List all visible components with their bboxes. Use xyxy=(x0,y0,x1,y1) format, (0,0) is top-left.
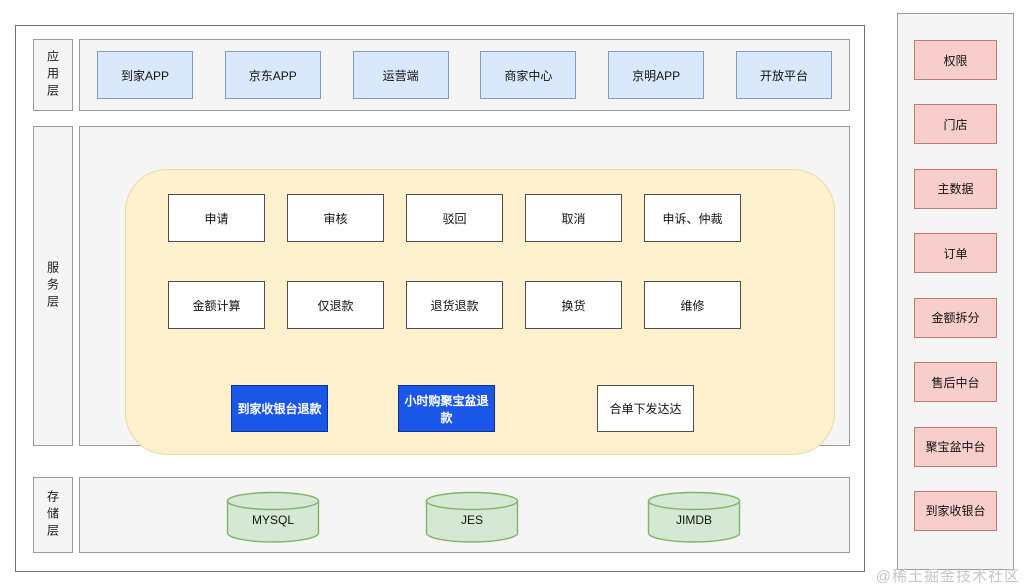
process-box-exchange: 换货 xyxy=(525,281,622,329)
highlight-box-label: 到家收银台退款 xyxy=(237,402,322,416)
sidebar-item-order: 订单 xyxy=(914,233,997,274)
sidebar-item-label: 订单 xyxy=(943,246,968,261)
database-jimdb: JIMDB xyxy=(647,491,741,543)
database-cylinder-icon xyxy=(425,491,519,543)
process-box-appeal-arbitration: 申诉、仲裁 xyxy=(644,194,741,242)
app-box-jingming-app: 京明APP xyxy=(608,51,705,99)
sidebar-item-store: 门店 xyxy=(914,104,997,145)
app-box-open-platform: 开放平台 xyxy=(735,51,832,99)
sidebar-item-label: 主数据 xyxy=(937,182,974,197)
process-box-cancel: 取消 xyxy=(525,194,622,242)
process-box-repair: 维修 xyxy=(644,281,741,329)
process-box-refund-only: 仅退款 xyxy=(287,281,384,329)
sidebar-item-label: 售后中台 xyxy=(931,375,980,390)
sidebar-item-amount-split: 金额拆分 xyxy=(914,297,997,338)
process-row-2: 金额计算 仅退款 退货退款 换货 维修 xyxy=(168,281,741,329)
database-cylinder-icon xyxy=(226,491,320,543)
service-layer-band: 申请 审核 驳回 取消 申诉、仲裁 金额计算 仅退款 退货退款 换货 维修 到家… xyxy=(79,126,850,455)
database-label: JES xyxy=(460,513,483,527)
application-layer-band: 到家APP 京东APP 运营端 商家中心 京明APP 开放平台 xyxy=(79,39,850,111)
process-box-return-refund: 退货退款 xyxy=(406,281,503,329)
database-mysql: MYSQL xyxy=(226,491,320,543)
process-box-label: 维修 xyxy=(680,298,705,313)
layer-label-storage: 存储层 xyxy=(33,477,73,553)
hourly-jubaopen-refund-box: 小时购聚宝盆退款 xyxy=(398,385,495,432)
storage-layer-band: MYSQL JES JIMDB xyxy=(79,477,850,553)
process-box-label: 换货 xyxy=(561,298,586,313)
sidebar-item-label: 金额拆分 xyxy=(931,311,980,326)
app-box-label: 运营端 xyxy=(382,68,419,83)
sidebar-item-aftersale-platform: 售后中台 xyxy=(914,362,997,403)
app-box-label: 商家中心 xyxy=(504,68,553,83)
aftersale-process-panel: 申请 审核 驳回 取消 申诉、仲裁 金额计算 仅退款 退货退款 换货 维修 到家… xyxy=(125,169,835,455)
database-jes: JES xyxy=(425,491,519,543)
app-box-operations: 运营端 xyxy=(352,51,449,99)
process-box-label: 仅退款 xyxy=(317,298,354,313)
sidebar-item-label: 聚宝盆中台 xyxy=(925,440,986,455)
layer-label-application-text: 应用层 xyxy=(45,49,60,101)
process-box-label: 申诉、仲裁 xyxy=(662,211,723,226)
highlight-box-label: 小时购聚宝盆退款 xyxy=(404,393,489,425)
app-box-label: 开放平台 xyxy=(759,68,808,83)
process-box-amount-calculation: 金额计算 xyxy=(168,281,265,329)
layer-label-storage-text: 存储层 xyxy=(45,489,60,541)
platform-sidebar: 权限 门店 主数据 订单 金额拆分 售后中台 聚宝盆中台 到家收银台 xyxy=(897,13,1014,570)
process-box-label: 金额计算 xyxy=(192,298,241,313)
sidebar-item-daojia-cashier: 到家收银台 xyxy=(914,490,997,531)
sidebar-item-label: 权限 xyxy=(943,53,968,68)
layer-label-service-text: 服务层 xyxy=(45,260,60,312)
database-label: JIMDB xyxy=(676,513,712,527)
database-cylinder-icon xyxy=(647,491,741,543)
app-box-label: 京东APP xyxy=(248,68,297,83)
database-label: MYSQL xyxy=(251,513,294,527)
process-box-reject: 驳回 xyxy=(406,194,503,242)
process-box-review: 审核 xyxy=(287,194,384,242)
app-box-jd-app: 京东APP xyxy=(224,51,321,99)
app-box-label: 到家APP xyxy=(120,68,169,83)
sidebar-item-label: 门店 xyxy=(943,117,968,132)
app-box-label: 京明APP xyxy=(632,68,681,83)
layer-label-service: 服务层 xyxy=(33,126,73,446)
watermark: @稀土掘金技术社区 xyxy=(875,568,1020,585)
process-box-label: 合单下发达达 xyxy=(609,402,682,416)
process-box-label: 审核 xyxy=(323,211,348,226)
process-box-label: 申请 xyxy=(204,211,229,226)
process-box-label: 取消 xyxy=(561,211,586,226)
app-box-merchant-center: 商家中心 xyxy=(480,51,577,99)
process-box-label: 驳回 xyxy=(442,211,467,226)
daojia-cashier-refund-box: 到家收银台退款 xyxy=(231,385,328,432)
main-diagram-panel: 应用层 到家APP 京东APP 运营端 商家中心 京明APP 开放平台 服务层 … xyxy=(15,25,865,572)
merged-order-dispatch-box: 合单下发达达 xyxy=(597,385,694,432)
process-row-1: 申请 审核 驳回 取消 申诉、仲裁 xyxy=(168,194,741,242)
app-box-daojia-app: 到家APP xyxy=(97,51,193,99)
process-box-apply: 申请 xyxy=(168,194,265,242)
sidebar-item-permission: 权限 xyxy=(914,40,997,80)
sidebar-item-master-data: 主数据 xyxy=(914,168,997,209)
sidebar-item-label: 到家收银台 xyxy=(925,504,986,519)
process-box-label: 退货退款 xyxy=(430,298,479,313)
layer-label-application: 应用层 xyxy=(33,39,73,111)
sidebar-item-jubaopen-platform: 聚宝盆中台 xyxy=(914,426,997,467)
